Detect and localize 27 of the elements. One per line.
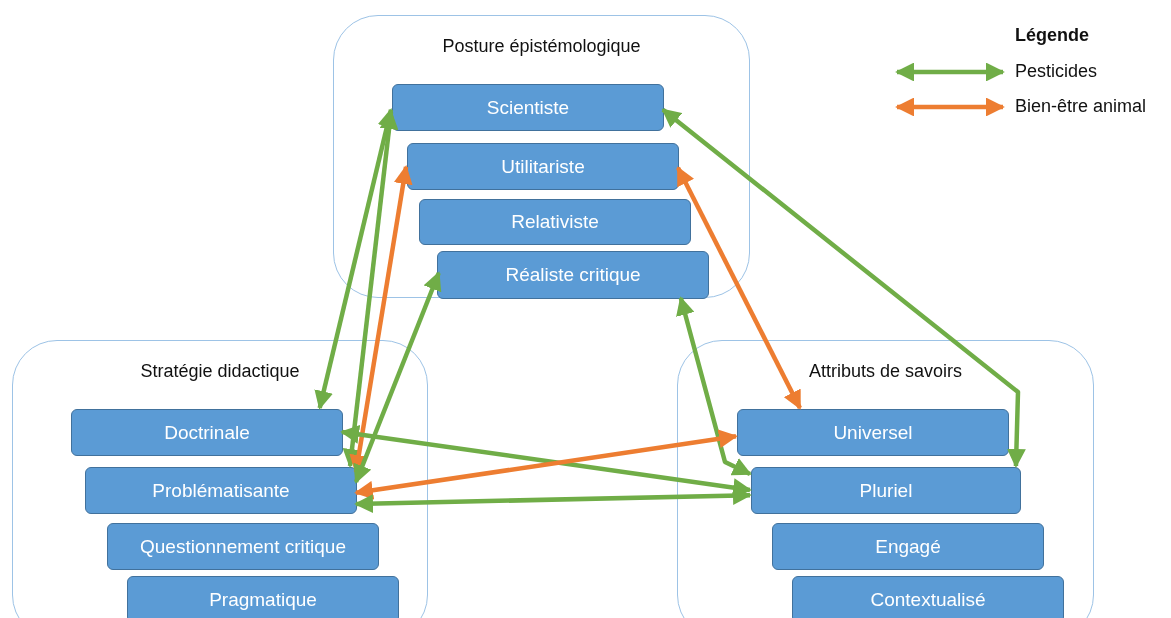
category-box: Problématisante bbox=[85, 467, 357, 514]
category-box: Relativiste bbox=[419, 199, 691, 245]
category-box: Doctrinale bbox=[71, 409, 343, 456]
legend-label: Bien-être animal bbox=[1015, 96, 1147, 117]
legend-title: Légende bbox=[1015, 25, 1089, 46]
group-title: Posture épistémologique bbox=[442, 36, 641, 57]
category-box: Engagé bbox=[772, 523, 1044, 570]
double-arrow bbox=[353, 271, 442, 484]
group-title: Attributs de savoirs bbox=[808, 361, 963, 382]
legend-label: Pesticides bbox=[1015, 61, 1098, 82]
double-arrow bbox=[676, 296, 752, 477]
category-box: Questionnement critique bbox=[107, 523, 379, 570]
category-box: Utilitariste bbox=[407, 143, 679, 190]
double-arrow bbox=[676, 166, 802, 410]
group-panel bbox=[333, 15, 750, 298]
group-title: Stratégie didactique bbox=[140, 361, 300, 382]
double-arrow bbox=[661, 108, 1026, 468]
category-box: Universel bbox=[737, 409, 1009, 456]
double-arrow bbox=[354, 429, 738, 500]
double-arrow bbox=[342, 110, 399, 468]
category-box: Scientiste bbox=[392, 84, 664, 131]
category-box: Contextualisé bbox=[792, 576, 1064, 618]
category-box: Réaliste critique bbox=[437, 251, 709, 299]
category-box: Pluriel bbox=[751, 467, 1021, 514]
category-box: Pragmatique bbox=[127, 576, 399, 618]
group-panel bbox=[12, 340, 428, 618]
group-panel bbox=[677, 340, 1094, 618]
